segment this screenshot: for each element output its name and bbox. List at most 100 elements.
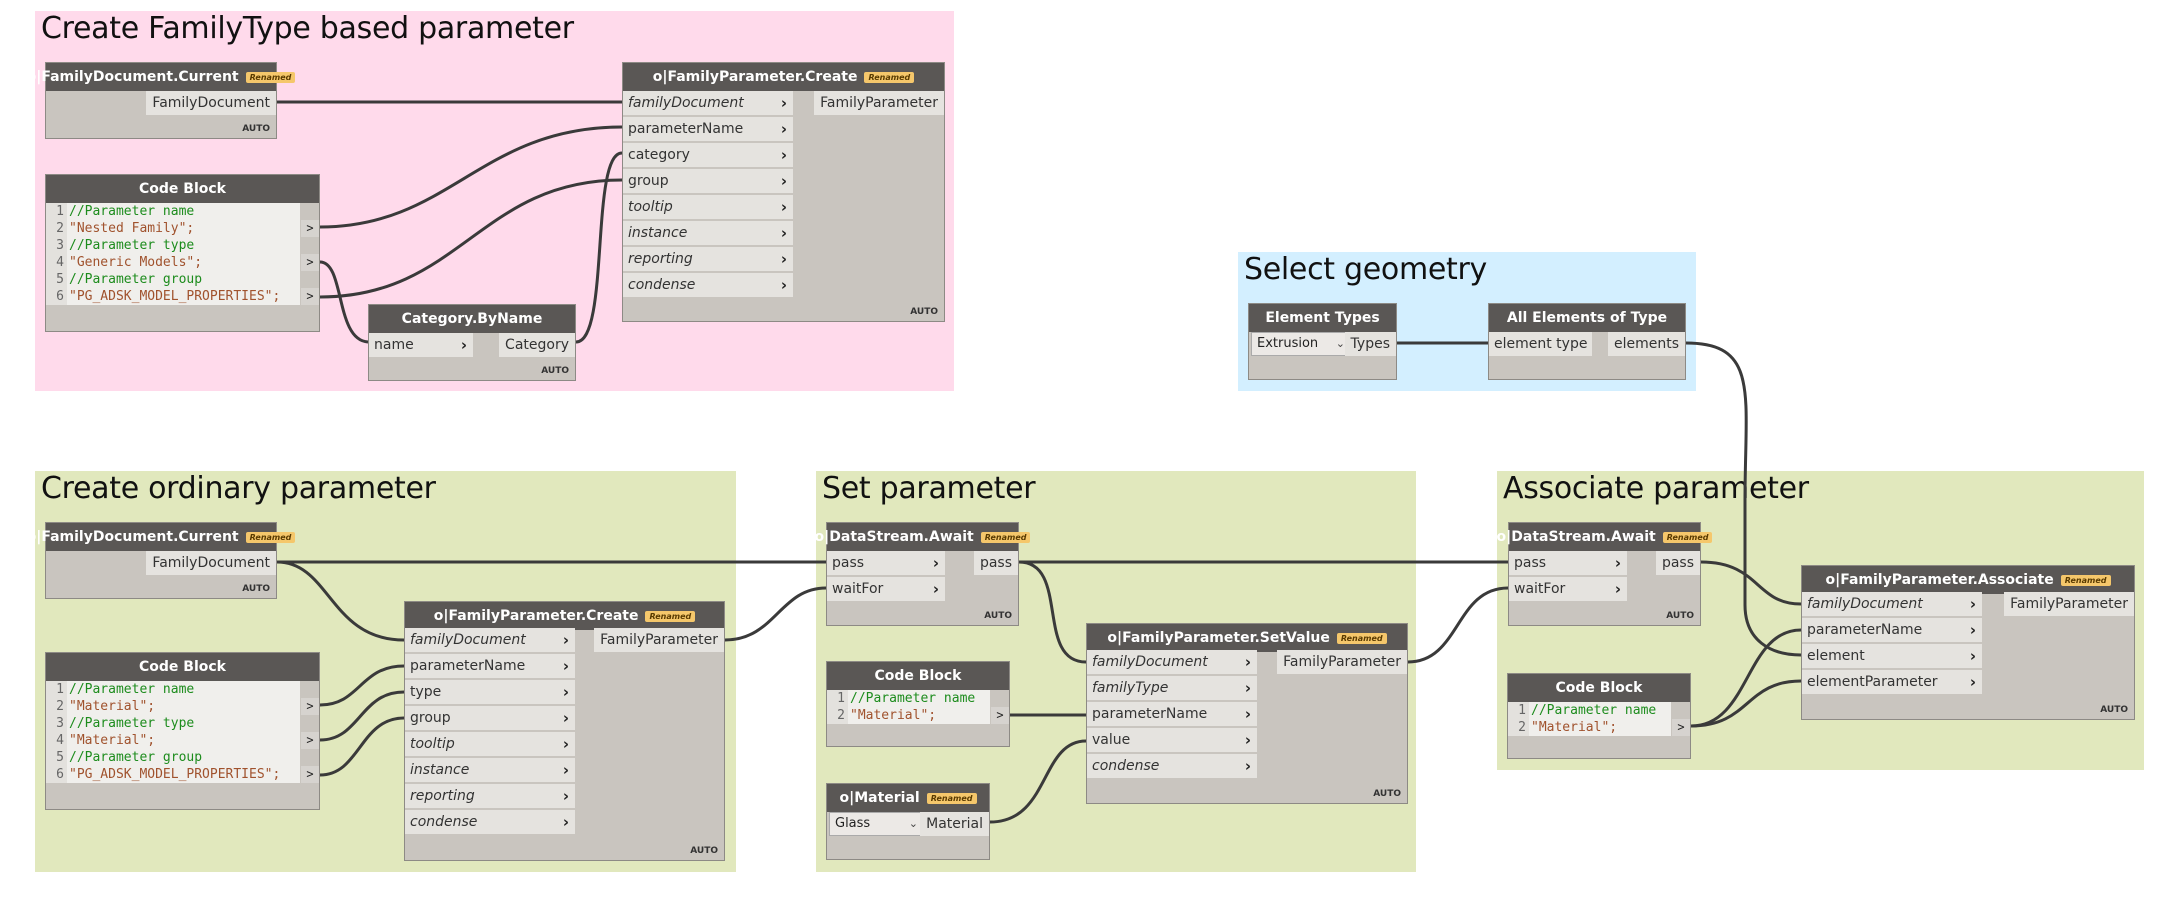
- node-code-block[interactable]: Code Block 1//Parameter name 2"Nested Fa…: [45, 174, 320, 332]
- input-port-parametername[interactable]: parameterName›: [405, 654, 575, 678]
- chevron-right-icon: ›: [562, 787, 569, 805]
- code-line: 6"PG_ADSK_MODEL_PROPERTIES";: [46, 288, 300, 305]
- node-element-types[interactable]: Element Types Extrusion⌄ Types: [1248, 303, 1397, 380]
- node-title: Code Block: [874, 668, 962, 684]
- lacing-indicator: AUTO: [2100, 705, 2128, 715]
- input-port-category[interactable]: category›: [623, 143, 793, 167]
- input-port-familytype[interactable]: familyType›: [1087, 676, 1257, 700]
- input-port-condense[interactable]: condense›: [623, 273, 793, 297]
- output-port[interactable]: Types: [1344, 332, 1396, 356]
- input-port-name[interactable]: name›: [369, 333, 473, 357]
- input-port-familydocument[interactable]: familyDocument›: [623, 91, 793, 115]
- node-category-byname[interactable]: Category.ByName name› Category AUTO: [368, 304, 576, 381]
- output-port[interactable]: >: [301, 732, 319, 749]
- input-port-element-type[interactable]: element type: [1489, 332, 1592, 356]
- input-port-type[interactable]: type›: [405, 680, 575, 704]
- material-dropdown[interactable]: Glass⌄: [829, 812, 924, 836]
- input-port-elementparameter[interactable]: elementParameter›: [1802, 670, 1982, 694]
- output-port[interactable]: FamilyDocument: [146, 91, 276, 115]
- output-port[interactable]: >: [301, 254, 319, 271]
- output-port[interactable]: FamilyParameter: [594, 628, 724, 652]
- input-port-waitfor[interactable]: waitFor›: [1509, 577, 1627, 601]
- input-port-tooltip[interactable]: tooltip›: [623, 195, 793, 219]
- output-port[interactable]: >: [301, 220, 319, 237]
- node-header[interactable]: All Elements of Type: [1489, 304, 1685, 332]
- output-port[interactable]: >: [991, 707, 1009, 724]
- node-header[interactable]: Code Block: [46, 653, 319, 681]
- chevron-right-icon: ›: [932, 580, 939, 598]
- output-port[interactable]: pass: [1655, 551, 1700, 575]
- node-code-block[interactable]: Code Block 1//Parameter name 2"Material"…: [45, 652, 320, 810]
- input-port-pass[interactable]: pass›: [1509, 551, 1627, 575]
- input-port-condense[interactable]: condense›: [1087, 754, 1257, 778]
- code-editor[interactable]: 1//Parameter name 2"Material";: [1508, 702, 1671, 736]
- input-port-waitfor[interactable]: waitFor›: [827, 577, 945, 601]
- node-header[interactable]: Code Block: [827, 662, 1009, 690]
- element-type-dropdown[interactable]: Extrusion⌄: [1251, 332, 1351, 356]
- node-header[interactable]: Code Block: [1508, 674, 1690, 702]
- output-port[interactable]: >: [301, 698, 319, 715]
- output-port[interactable]: elements: [1607, 332, 1685, 356]
- input-port-group[interactable]: group›: [405, 706, 575, 730]
- input-port-familydocument[interactable]: familyDocument›: [1087, 650, 1257, 674]
- node-header[interactable]: Code Block: [46, 175, 319, 203]
- input-port-parametername[interactable]: parameterName›: [1087, 702, 1257, 726]
- port-label: elementParameter: [1807, 674, 1938, 690]
- node-code-block[interactable]: Code Block 1//Parameter name 2"Material"…: [826, 661, 1010, 747]
- output-port[interactable]: FamilyParameter: [1277, 650, 1407, 674]
- input-port-condense[interactable]: condense›: [405, 810, 575, 834]
- output-port[interactable]: FamilyDocument: [146, 551, 276, 575]
- output-port[interactable]: >: [301, 288, 319, 305]
- input-port-group[interactable]: group›: [623, 169, 793, 193]
- output-port[interactable]: FamilyParameter: [814, 91, 944, 115]
- input-port-element[interactable]: element›: [1802, 644, 1982, 668]
- code-editor[interactable]: 1//Parameter name 2"Material";: [827, 690, 990, 724]
- input-port-instance[interactable]: instance›: [405, 758, 575, 782]
- node-header[interactable]: Element Types: [1249, 304, 1396, 332]
- node-all-elements-of-type[interactable]: All Elements of Type element type elemen…: [1488, 303, 1686, 380]
- input-port-reporting[interactable]: reporting›: [623, 247, 793, 271]
- input-port-familydocument[interactable]: familyDocument›: [405, 628, 575, 652]
- output-port[interactable]: Material: [920, 812, 989, 836]
- input-port-pass[interactable]: pass›: [827, 551, 945, 575]
- input-port-reporting[interactable]: reporting›: [405, 784, 575, 808]
- output-port[interactable]: >: [1672, 719, 1690, 736]
- input-port-parametername[interactable]: parameterName›: [623, 117, 793, 141]
- wire: [319, 260, 369, 344]
- input-port-familydocument[interactable]: familyDocument›: [1802, 592, 1982, 616]
- input-port-value[interactable]: value›: [1087, 728, 1257, 752]
- input-port-tooltip[interactable]: tooltip›: [405, 732, 575, 756]
- input-port-instance[interactable]: instance›: [623, 221, 793, 245]
- lacing-indicator: AUTO: [1373, 789, 1401, 799]
- output-port[interactable]: >: [301, 766, 319, 783]
- node-title: o|FamilyParameter.Create: [433, 608, 639, 624]
- code-editor[interactable]: 1//Parameter name 2"Nested Family"; 3//P…: [46, 203, 300, 305]
- output-port[interactable]: FamilyParameter: [2004, 592, 2134, 616]
- node-header[interactable]: Category.ByName: [369, 305, 575, 333]
- node-code-block[interactable]: Code Block 1//Parameter name 2"Material"…: [1507, 673, 1691, 759]
- output-port[interactable]: Category: [499, 333, 575, 357]
- code-editor[interactable]: 1//Parameter name 2"Material"; 3//Parame…: [46, 681, 300, 783]
- lacing-indicator: AUTO: [541, 366, 569, 376]
- output-port[interactable]: pass: [973, 551, 1018, 575]
- input-port-parametername[interactable]: parameterName›: [1802, 618, 1982, 642]
